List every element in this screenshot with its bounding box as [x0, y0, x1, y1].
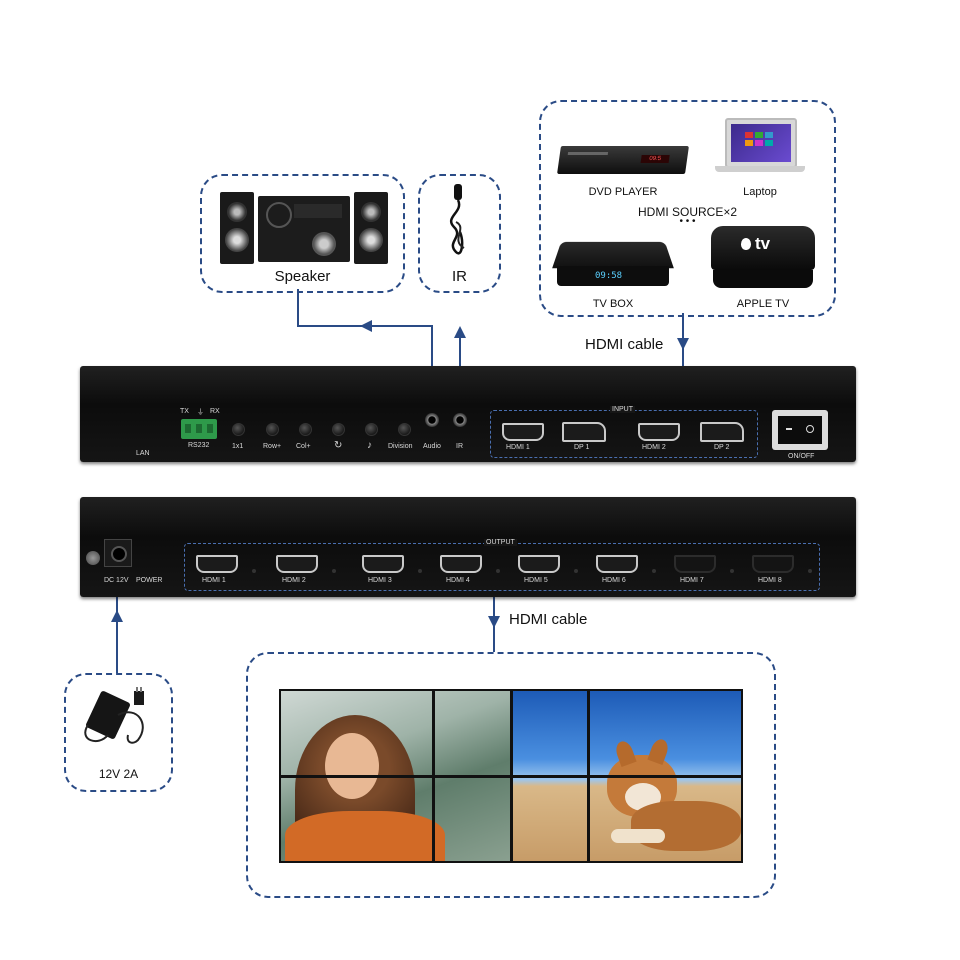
output-port-hdmi-6[interactable] [596, 555, 638, 573]
rs232-terminal[interactable] [181, 419, 217, 439]
output-port-label: HDMI 8 [758, 577, 782, 584]
back-panel: DC 12V POWER OUTPUT HDMI 1 HDMI 2 HDMI 3 HD… [80, 497, 856, 597]
video-wall [279, 689, 743, 863]
input-port-hdmi-1[interactable] [502, 423, 544, 441]
input-port-hdmi-2[interactable] [638, 423, 680, 441]
power-switch[interactable] [772, 410, 828, 450]
apple-logo-icon [741, 238, 751, 250]
rotate-icon: ↻ [334, 440, 343, 451]
power-adapter-label: 12V 2A [98, 767, 139, 781]
input-group-title: INPUT [610, 406, 635, 413]
output-port-label: HDMI 7 [680, 577, 704, 584]
output-port-label: HDMI 6 [602, 577, 626, 584]
speaker-box: Speaker [200, 174, 405, 293]
speaker-image [220, 190, 388, 266]
tv-box-image: 09:58 [552, 240, 674, 290]
ir-cable-icon [450, 184, 465, 255]
output-indicator-dot [574, 569, 578, 573]
ir-box: IR [418, 174, 501, 293]
rs232-tx-label: TX [180, 408, 189, 415]
button-division[interactable] [398, 423, 411, 436]
input-port-label: DP 2 [714, 444, 730, 451]
button-music[interactable] [365, 423, 378, 436]
button-col-label: Col+ [296, 443, 311, 450]
output-group-title: OUTPUT [484, 539, 517, 546]
lan-label: LAN [136, 450, 150, 457]
output-indicator-dot [332, 569, 336, 573]
button-col[interactable] [299, 423, 312, 436]
button-row[interactable] [266, 423, 279, 436]
apple-tv-logo-text: tv [755, 234, 771, 253]
audio-jack[interactable] [425, 413, 439, 427]
input-cable-label: HDMI cable [585, 336, 664, 353]
dvd-player-image: 09:5 [557, 136, 689, 178]
source-arrow-icon [677, 338, 689, 350]
front-panel: LAN TX ⏚ RX RS232 1x1 Row+ Col+ ↻ ♪ Divi… [80, 366, 856, 462]
output-indicator-dot [808, 569, 812, 573]
input-port-label: HDMI 1 [506, 444, 530, 451]
speaker-arrow-icon [360, 320, 372, 332]
laptop-label: Laptop [743, 186, 777, 198]
output-port-hdmi-7[interactable] [674, 555, 716, 573]
power-switch-label: ON/OFF [788, 453, 815, 460]
apple-tv-image: tv [711, 226, 815, 292]
button-row-label: Row+ [263, 443, 282, 450]
output-port-label: HDMI 1 [202, 577, 226, 584]
hdmi-source-label: HDMI SOURCE×2 [637, 205, 738, 219]
output-port-label: HDMI 3 [368, 577, 392, 584]
rs232-label: RS232 [188, 442, 210, 449]
power-arrow-icon [111, 610, 123, 622]
speaker-label: Speaker [274, 268, 331, 285]
input-port-dp-1[interactable] [562, 422, 606, 442]
output-indicator-dot [252, 569, 256, 573]
output-port-hdmi-1[interactable] [196, 555, 238, 573]
dc-jack[interactable] [104, 539, 132, 567]
output-port-hdmi-3[interactable] [362, 555, 404, 573]
ir-port-label: IR [456, 443, 463, 450]
input-port-label: DP 1 [574, 444, 590, 451]
video-wall-box [246, 652, 776, 898]
output-indicator-dot [418, 569, 422, 573]
output-port-hdmi-8[interactable] [752, 555, 794, 573]
dc-label: DC 12V [104, 577, 129, 584]
music-icon: ♪ [367, 440, 372, 451]
ground-icon: ⏚ [197, 409, 204, 416]
output-port-label: HDMI 5 [524, 577, 548, 584]
output-port-label: HDMI 2 [282, 577, 306, 584]
button-1x1-label: 1x1 [232, 443, 244, 450]
output-arrow-icon [488, 616, 500, 628]
input-port-label: HDMI 2 [642, 444, 666, 451]
tv-box-display: 09:58 [595, 271, 623, 281]
output-port-hdmi-4[interactable] [440, 555, 482, 573]
button-rotate[interactable] [332, 423, 345, 436]
ir-label: IR [452, 268, 467, 285]
ir-jack[interactable] [453, 413, 467, 427]
apple-tv-label: APPLE TV [736, 298, 790, 310]
power-adapter-box: 12V 2A [64, 673, 173, 792]
output-cable-label: HDMI cable [509, 611, 588, 628]
ir-arrow-icon [454, 326, 466, 338]
dvd-player-label: DVD PLAYER [588, 186, 658, 198]
rs232-rx-label: RX [210, 408, 220, 415]
output-indicator-dot [730, 569, 734, 573]
button-1x1[interactable] [232, 423, 245, 436]
tv-box-label: TV BOX [592, 298, 634, 310]
output-port-hdmi-5[interactable] [518, 555, 560, 573]
ground-screw [86, 551, 100, 565]
power-label: POWER [136, 577, 163, 584]
laptop-image [715, 118, 805, 182]
hdmi-source-box: 09:5 DVD PLAYER Laptop HDMI SOURCE×2 • •… [539, 100, 836, 317]
division-label: Division [388, 443, 413, 450]
output-indicator-dot [496, 569, 500, 573]
output-port-hdmi-2[interactable] [276, 555, 318, 573]
more-sources-dots: • • • [679, 216, 696, 227]
output-indicator-dot [652, 569, 656, 573]
output-port-label: HDMI 4 [446, 577, 470, 584]
audio-label: Audio [423, 443, 441, 450]
input-port-dp-2[interactable] [700, 422, 744, 442]
power-adapter-icon [84, 687, 144, 744]
